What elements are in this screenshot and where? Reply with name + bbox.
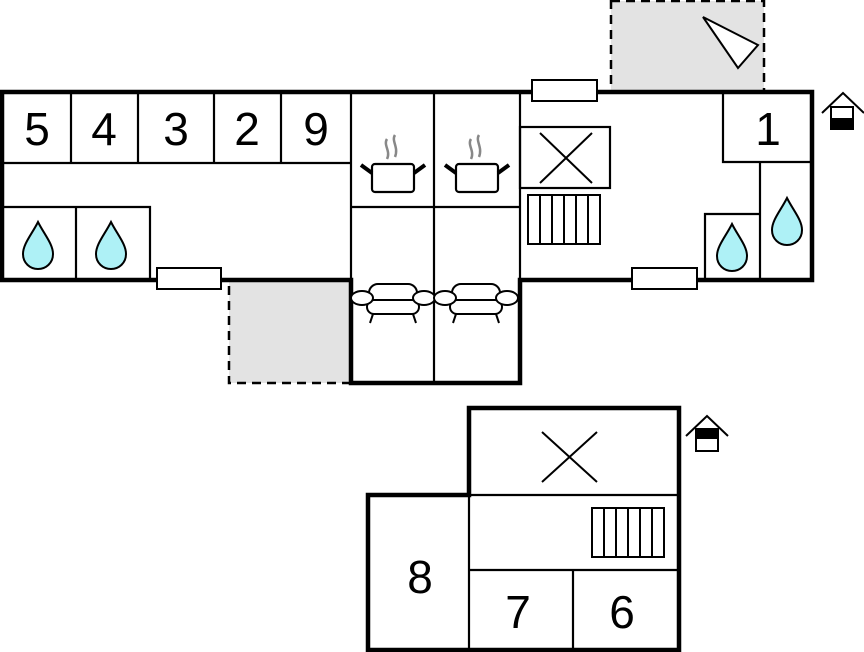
floor-indicator-icon — [821, 91, 864, 130]
ground-floor-internal-walls — [2, 92, 812, 383]
stairs-icon — [527, 194, 601, 245]
room-label-9: 9 — [303, 103, 329, 155]
room-label-1: 1 — [755, 103, 781, 155]
bathroom-drop-icon — [95, 221, 127, 270]
compass-triangle-icon — [702, 16, 760, 70]
sofa-icon — [433, 283, 519, 324]
room-label-2: 2 — [234, 103, 260, 155]
room-label-8: 8 — [407, 551, 433, 603]
stairs-icon — [591, 507, 665, 558]
window — [631, 267, 698, 290]
room-label-3: 3 — [163, 103, 189, 155]
window — [531, 79, 598, 102]
window — [156, 267, 222, 290]
kitchen-pot-icon — [359, 133, 427, 194]
room-label-5: 5 — [24, 103, 50, 155]
kitchen-pot-icon — [443, 133, 511, 194]
bathroom-drop-icon — [22, 221, 54, 270]
ground-floor-outer-walls — [0, 89, 815, 386]
bathroom-drop-icon — [771, 197, 803, 246]
room-label-7: 7 — [505, 586, 531, 638]
bathroom-drop-icon — [716, 223, 748, 272]
void-cross-icon — [539, 132, 593, 184]
room-label-4: 4 — [91, 103, 117, 155]
upper-floor-outer-walls — [365, 405, 682, 652]
void-cross-icon — [541, 431, 598, 483]
sofa-icon — [350, 283, 436, 324]
upper-floor-internal-walls — [467, 493, 679, 650]
terrace-bottom-left — [227, 278, 353, 385]
floor-indicator-icon — [685, 414, 729, 452]
room-label-6: 6 — [609, 586, 635, 638]
